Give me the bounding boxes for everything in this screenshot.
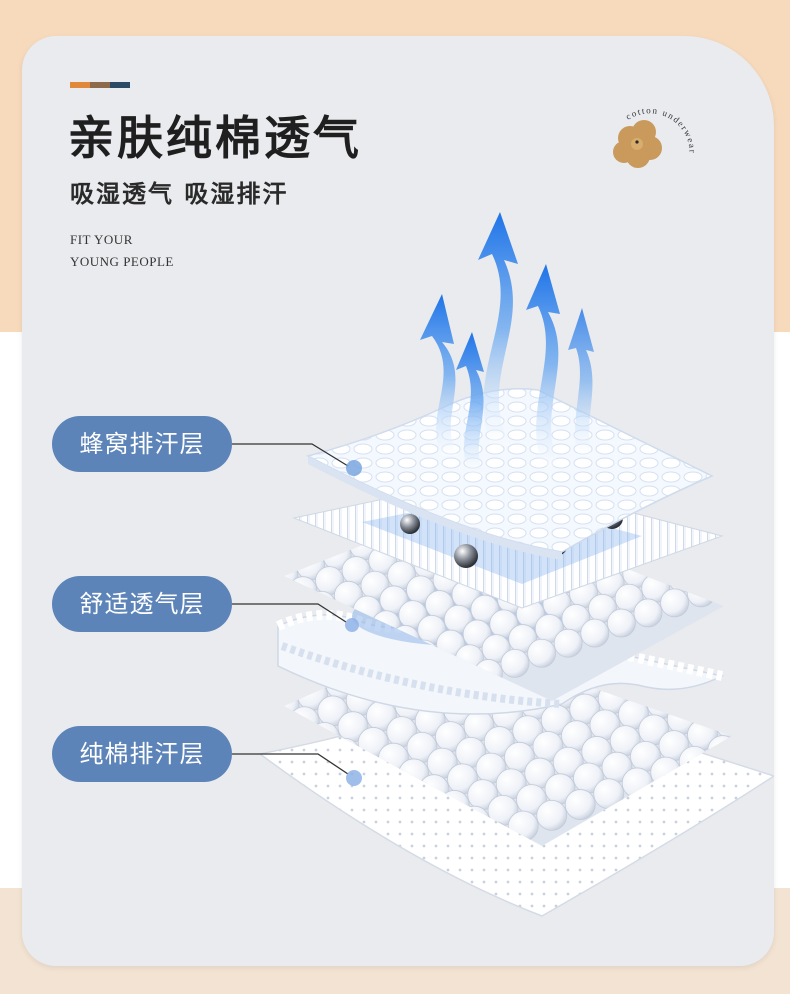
leader-dots xyxy=(345,460,362,786)
cotton-ball xyxy=(500,648,530,678)
cotton-ball xyxy=(536,799,568,831)
accent-brown-segment xyxy=(90,82,110,88)
slogan-line-1: FIT YOUR xyxy=(70,232,133,247)
cotton-flower-icon xyxy=(613,120,662,168)
layer-label-breathable: 舒适透气层 xyxy=(52,576,232,632)
cotton-ball xyxy=(723,682,732,713)
cotton-ball xyxy=(288,576,318,606)
cotton-ball xyxy=(663,636,694,666)
layer-label-honeycomb: 蜂窝排汗层 xyxy=(52,416,232,472)
cotton-ball xyxy=(695,692,727,724)
layer-label-cotton: 纯棉排汗层 xyxy=(52,726,232,782)
cotton-ball xyxy=(284,561,299,591)
accent-bar xyxy=(70,82,130,88)
page-title: 亲肤纯棉透气 xyxy=(68,111,362,165)
top-honeycomb-sheet xyxy=(305,388,714,560)
cotton-ball xyxy=(736,725,766,755)
cotton-ball xyxy=(646,687,678,719)
cotton-ball xyxy=(765,714,774,744)
page-subtitle: 吸湿透气 吸湿排汗 xyxy=(70,179,289,208)
product-card: 亲肤纯棉透气 吸湿透气 吸湿排汗 FIT YOUR YOUNG PEOPLE c… xyxy=(22,36,774,966)
cotton-ball xyxy=(745,698,775,728)
cotton-ball xyxy=(686,578,716,608)
layer-diagram xyxy=(232,212,775,917)
cotton-ball xyxy=(660,588,689,618)
cotton-ball xyxy=(715,708,732,740)
cotton-ball xyxy=(607,608,636,638)
cotton-ball xyxy=(553,628,583,658)
cotton-ball xyxy=(633,598,663,628)
leader-lines xyxy=(232,443,349,775)
cotton-ball xyxy=(527,638,556,668)
cotton-ball xyxy=(564,789,596,820)
cotton-ball xyxy=(284,690,300,722)
cotton-ball xyxy=(580,618,610,648)
accent-navy-segment xyxy=(110,82,130,88)
cotton-underwear-logo: cotton underwear xyxy=(613,105,696,168)
cotton-ball xyxy=(288,706,320,738)
cotton-ball xyxy=(667,563,697,593)
steam-arrows xyxy=(420,212,594,476)
accent-orange-segment xyxy=(70,82,90,88)
slogan-line-2: YOUNG PEOPLE xyxy=(70,254,174,269)
